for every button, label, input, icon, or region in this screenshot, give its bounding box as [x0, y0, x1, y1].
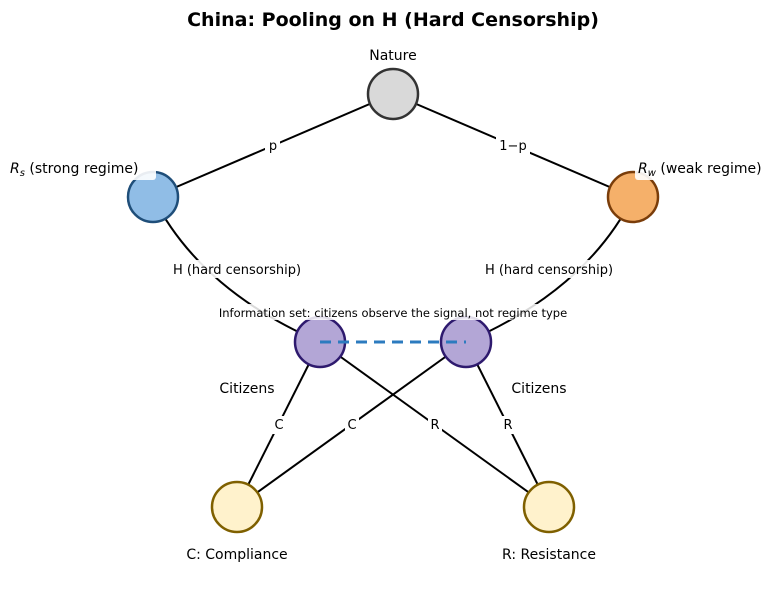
label-compliance: C: Compliance: [186, 547, 287, 563]
node-weak-regime: [606, 170, 660, 224]
edge-label-strong-hard-censorship: H (hard censorship): [173, 263, 301, 278]
label-resistance: R: Resistance: [502, 547, 596, 563]
edge-label-left-resistance: R: [430, 418, 439, 433]
node-nature: [366, 67, 420, 121]
information-set-label: Information set: citizens observe the si…: [219, 306, 567, 320]
edge-label-1-minus-p: 1−p: [499, 139, 526, 154]
label-weak-regime: Rw (weak regime): [638, 161, 762, 179]
label-strong-regime-sub: s: [20, 168, 25, 179]
label-strong-regime-text: (strong regime): [25, 161, 138, 177]
label-nature: Nature: [369, 48, 416, 64]
label-citizens-left: Citizens: [219, 381, 274, 397]
node-compliance: [210, 480, 264, 534]
edge-label-p: p: [269, 139, 277, 154]
label-weak-regime-text: (weak regime): [656, 161, 762, 177]
label-strong-regime-symbol: R: [10, 161, 20, 177]
diagram-title: China: Pooling on H (Hard Censorship): [187, 9, 599, 31]
edge-label-weak-hard-censorship: H (hard censorship): [485, 263, 613, 278]
label-weak-regime-symbol: R: [638, 161, 648, 177]
edge-label-right-resistance: R: [503, 418, 512, 433]
label-strong-regime: Rs (strong regime): [10, 161, 138, 179]
edge-label-left-compliance: C: [274, 418, 283, 433]
label-citizens-right: Citizens: [511, 381, 566, 397]
edge-label-right-compliance: C: [347, 418, 356, 433]
node-resistance: [522, 480, 576, 534]
label-weak-regime-sub: w: [648, 168, 657, 179]
